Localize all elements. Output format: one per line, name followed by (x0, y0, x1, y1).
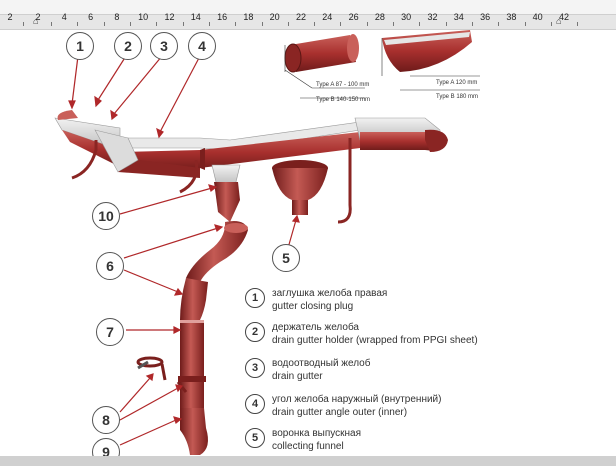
gutter-hooks (71, 138, 352, 224)
pipe-bracket (136, 356, 206, 393)
legend-number: 2 (245, 322, 265, 342)
ruler-tick (498, 22, 500, 26)
ruler-tick (156, 22, 158, 26)
ruler-tick (314, 22, 316, 26)
collecting-funnel (272, 160, 328, 215)
callout-10: 10 (92, 202, 120, 230)
legend-label-en: collecting funnel (272, 441, 344, 452)
downpipe-assembly (180, 164, 248, 455)
gutter-dimension-illustration (381, 30, 480, 91)
ruler-tick (77, 22, 79, 26)
ruler-tick (103, 22, 105, 26)
legend-label-en: drain gutter angle outer (inner) (272, 407, 408, 418)
pipe-type-b-label: Type B 140-150 mm (316, 97, 371, 103)
callout-4: 4 (188, 32, 216, 60)
legend-number: 1 (245, 288, 265, 308)
legend-label-ru: воронка выпускная (272, 428, 362, 439)
ruler-number: 4 (61, 12, 67, 22)
gutter-left-end (54, 110, 200, 178)
callout-7: 7 (96, 318, 124, 346)
ruler-tick (524, 22, 526, 26)
ruler-tick (393, 22, 395, 26)
ruler-tick (51, 22, 53, 26)
callout-1: 1 (66, 32, 94, 60)
ruler-number: 6 (88, 12, 94, 22)
ruler-band (0, 14, 616, 30)
ruler-number: 26 (348, 12, 359, 22)
ruler-number: 40 (532, 12, 543, 22)
legend-label-ru: заглушка желоба правая (272, 288, 388, 299)
ruler-number: 16 (217, 12, 228, 22)
ruler-number: 2 (35, 12, 41, 22)
legend-label-ru: угол желоба наружный (внутренний) (272, 394, 442, 405)
ruler-number: 28 (374, 12, 385, 22)
ruler-number: 30 (401, 12, 412, 22)
ruler-tick (208, 22, 210, 26)
legend-label-ru: водоотводный желоб (272, 358, 371, 369)
legend-label-ru: держатель желоба (272, 322, 359, 333)
legend-label-en: drain gutter holder (wrapped from PPGI s… (272, 335, 478, 346)
ruler-number: 14 (190, 12, 201, 22)
ruler-tick (471, 22, 473, 26)
callout-2: 2 (114, 32, 142, 60)
ruler-number: 12 (164, 12, 175, 22)
legend-number: 4 (245, 394, 265, 414)
legend-label-en: gutter closing plug (272, 301, 354, 312)
leader-lines (68, 55, 300, 446)
gutter-type-b-label: Type B 180 mm (436, 94, 479, 100)
gutter-type-a-label: Type A 120 mm (436, 80, 478, 86)
callout-6: 6 (96, 252, 124, 280)
ruler-tick (445, 22, 447, 26)
ruler-tick (261, 22, 263, 26)
pipe-type-a-label: Type A 87 - 100 mm (316, 82, 370, 88)
ruler-number: 36 (480, 12, 491, 22)
ruler-tick (577, 22, 579, 26)
ruler-tick (340, 22, 342, 26)
ruler-number: 38 (506, 12, 517, 22)
ruler-number: 22 (295, 12, 307, 22)
ruler-number: 32 (427, 12, 438, 22)
legend-label-en: drain gutter (272, 371, 323, 382)
ruler-number: 34 (453, 12, 464, 22)
bottom-scroll-strip[interactable] (0, 456, 616, 466)
ruler-tick (550, 22, 552, 26)
ruler-number: 42 (558, 12, 570, 22)
ruler-tick (366, 22, 368, 26)
indent-marker-icon[interactable]: ⌂ (33, 16, 39, 26)
ruler-number: 8 (114, 12, 120, 22)
ruler-tick (23, 22, 25, 26)
ruler-tick (287, 22, 289, 26)
legend-number: 3 (245, 358, 265, 378)
tab-marker-icon[interactable]: ⌂ (556, 16, 562, 26)
ruler-tick (182, 22, 184, 26)
ruler-tick (130, 22, 132, 26)
callout-8: 8 (92, 406, 120, 434)
ruler-number: 2 (7, 12, 13, 22)
ruler-number: 24 (322, 12, 333, 22)
ruler-tick (419, 22, 421, 26)
ruler-number: 20 (269, 12, 280, 22)
ruler-tick (235, 22, 237, 26)
callout-3: 3 (150, 32, 178, 60)
legend-number: 5 (245, 428, 265, 448)
ruler-number: 10 (138, 12, 149, 22)
callout-5: 5 (272, 244, 300, 272)
ruler-number: 18 (243, 12, 254, 22)
main-gutter (119, 117, 448, 172)
pipe-dimension-illustration (284, 34, 365, 99)
